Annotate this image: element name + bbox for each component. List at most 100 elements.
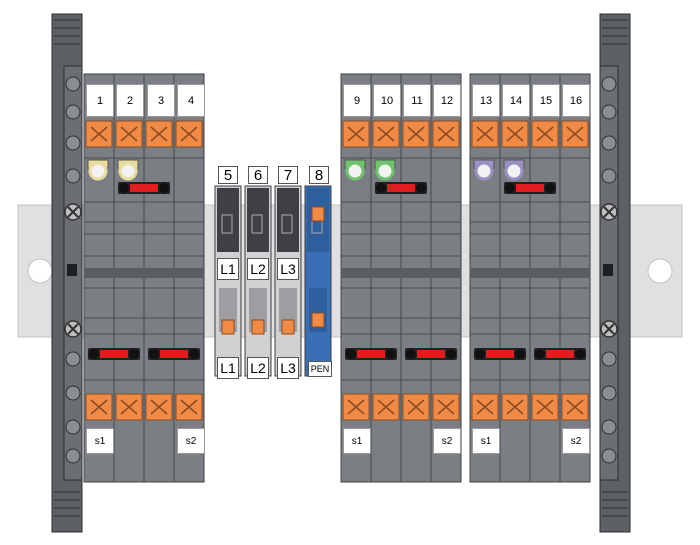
test-plug (87, 159, 109, 181)
push-lever (531, 393, 559, 421)
push-lever (372, 393, 400, 421)
mid-terminal-slot (251, 214, 263, 234)
test-plug (117, 159, 139, 181)
phase-label-lower-l3: L3 (277, 357, 299, 379)
mid-lever (281, 319, 295, 335)
push-lever (175, 120, 203, 148)
push-lever (115, 120, 143, 148)
screw-icon (600, 320, 618, 338)
bracket-hole (601, 419, 617, 435)
bracket-hole (601, 104, 617, 120)
test-plug (503, 159, 525, 181)
signal-label-block1-s1: s1 (86, 428, 114, 454)
bracket-hole (65, 76, 81, 92)
rail-latch (67, 264, 77, 276)
push-lever (471, 120, 499, 148)
jumper-bridge (118, 182, 170, 194)
jumper-bridge (534, 348, 586, 360)
mid-terminal-number-6: 6 (248, 166, 268, 184)
terminal-block-3 (469, 73, 591, 483)
jumper-bridge (345, 348, 397, 360)
push-lever (85, 120, 113, 148)
signal-label-block3-s1: s1 (472, 428, 500, 454)
terminal-block-mid (214, 185, 332, 377)
bracket-hole (65, 168, 81, 184)
bracket-hole (601, 76, 617, 92)
push-lever (402, 120, 430, 148)
signal-label-block2-s2: s2 (433, 428, 461, 454)
signal-label-block1-s2: s2 (177, 428, 205, 454)
terminal-number-15: 15 (532, 84, 560, 117)
phase-label-lower-pen: PEN (308, 361, 332, 377)
push-lever (342, 393, 370, 421)
mid-terminal-top (277, 188, 299, 252)
mid-terminal-number-5: 5 (218, 166, 238, 184)
terminal-number-1: 1 (86, 84, 114, 117)
test-plug (473, 159, 495, 181)
jumper-bridge (474, 348, 526, 360)
bracket-hole (601, 448, 617, 464)
push-lever (145, 393, 173, 421)
push-lever (531, 120, 559, 148)
push-lever (115, 393, 143, 421)
phase-label-upper-l1: L1 (217, 258, 239, 280)
jumper-bridge (504, 182, 556, 194)
push-lever (501, 393, 529, 421)
push-lever (372, 120, 400, 148)
terminal-number-9: 9 (343, 84, 371, 117)
screw-icon (600, 203, 618, 221)
bracket-hole (601, 385, 617, 401)
push-lever (432, 393, 460, 421)
push-lever (501, 120, 529, 148)
mid-terminal-number-7: 7 (278, 166, 298, 184)
signal-label-block2-s1: s1 (343, 428, 371, 454)
mid-terminal-slot (281, 214, 293, 234)
push-lever (402, 393, 430, 421)
terminal-number-2: 2 (116, 84, 144, 117)
phase-label-upper-l3: L3 (277, 258, 299, 280)
terminal-number-12: 12 (433, 84, 461, 117)
bracket-hole (601, 168, 617, 184)
terminal-number-10: 10 (373, 84, 401, 117)
mid-lever (311, 206, 325, 328)
block-center (84, 268, 204, 278)
push-lever (471, 393, 499, 421)
push-lever (85, 393, 113, 421)
push-lever (432, 120, 460, 148)
signal-label-block3-s2: s2 (562, 428, 590, 454)
bracket-hole (65, 419, 81, 435)
terminal-number-3: 3 (147, 84, 175, 117)
jumper-bridge (88, 348, 140, 360)
terminal-block-2 (340, 73, 462, 483)
block-center (341, 268, 461, 278)
jumper-bridge (375, 182, 427, 194)
terminal-block-1 (83, 73, 205, 483)
push-lever (561, 120, 589, 148)
jumper-bridge (405, 348, 457, 360)
bracket-hole (601, 351, 617, 367)
terminal-number-4: 4 (177, 84, 205, 117)
right-end-bracket (599, 13, 631, 533)
bracket-hole (601, 135, 617, 151)
bracket-hole (65, 385, 81, 401)
mid-terminal-top (217, 188, 239, 252)
terminal-number-11: 11 (403, 84, 431, 117)
bracket-hole (65, 448, 81, 464)
push-lever (561, 393, 589, 421)
terminal-number-14: 14 (502, 84, 530, 117)
screw-icon (64, 203, 82, 221)
mid-lever (251, 319, 265, 335)
test-plug (344, 159, 366, 181)
bracket-hole (65, 135, 81, 151)
left-end-bracket (51, 13, 83, 533)
push-lever (145, 120, 173, 148)
phase-label-upper-l2: L2 (247, 258, 269, 280)
mid-terminal-slot (221, 214, 233, 234)
jumper-bridge (148, 348, 200, 360)
mid-terminal-top (247, 188, 269, 252)
screw-icon (64, 320, 82, 338)
bracket-hole (65, 351, 81, 367)
terminal-number-16: 16 (562, 84, 590, 117)
